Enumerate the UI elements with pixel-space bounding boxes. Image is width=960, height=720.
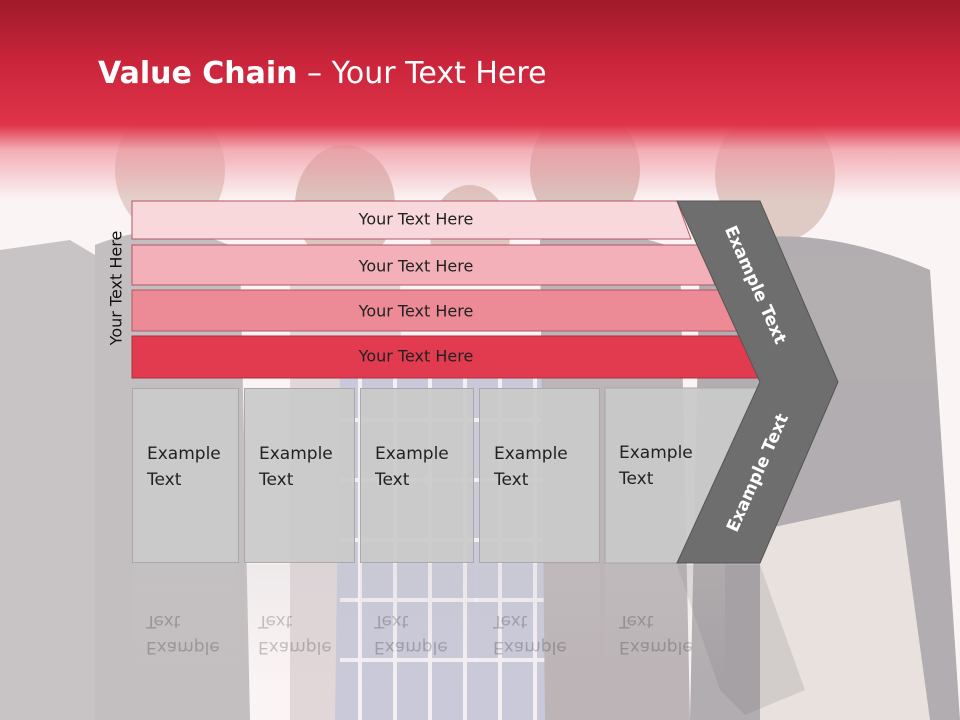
box-4-line2: Text bbox=[494, 470, 529, 490]
box-2-reflection: Example Text bbox=[244, 564, 355, 714]
box-2-reflection-line2: Text bbox=[258, 611, 293, 631]
box-5-reflection: Example Text bbox=[605, 564, 725, 714]
chevron-reflection bbox=[677, 565, 805, 715]
box-2-reflection-line1: Example bbox=[258, 637, 332, 657]
box-4-reflection-line2: Text bbox=[493, 611, 528, 631]
box-2-line1: Example bbox=[259, 444, 333, 464]
box-3-line2: Text bbox=[375, 470, 410, 490]
box-1-reflection-text: Example Text bbox=[146, 608, 241, 660]
box-2-reflection-text: Example Text bbox=[258, 608, 353, 660]
box-3-line1: Example bbox=[375, 444, 449, 464]
title-rest: – Your Text Here bbox=[297, 56, 547, 91]
box-1-line2: Text bbox=[147, 470, 182, 490]
box-3-reflection-text: Example Text bbox=[374, 608, 469, 660]
box-4-reflection: Example Text bbox=[479, 564, 600, 714]
box-5-line2: Text bbox=[619, 469, 654, 489]
bar-1-label: Your Text Here bbox=[358, 209, 474, 229]
box-3-reflection-line1: Example bbox=[374, 637, 448, 657]
box-4-reflection-line1: Example bbox=[493, 637, 567, 657]
box-1-reflection: Example Text bbox=[132, 564, 239, 714]
box-3-reflection-line2: Text bbox=[374, 611, 409, 631]
box-5-reflection-line2: Text bbox=[619, 611, 654, 631]
box-4-line1: Example bbox=[494, 444, 568, 464]
slide-title: Value Chain – Your Text Here bbox=[98, 56, 547, 91]
bar-2-label: Your Text Here bbox=[358, 256, 474, 276]
header-band bbox=[0, 0, 960, 200]
box-4-reflection-text: Example Text bbox=[493, 608, 588, 660]
box-3-reflection: Example Text bbox=[360, 564, 474, 714]
title-bold: Value Chain bbox=[98, 56, 298, 91]
box-2-line2: Text bbox=[259, 470, 294, 490]
box-1-line1: Example bbox=[147, 444, 221, 464]
chevron-shape[interactable] bbox=[676, 200, 839, 564]
box-1-reflection-line1: Example bbox=[146, 637, 220, 657]
bar-4-label: Your Text Here bbox=[358, 346, 474, 366]
box-1-reflection-line2: Text bbox=[146, 611, 181, 631]
box-5-line1: Example bbox=[619, 443, 693, 463]
bar-3-label: Your Text Here bbox=[358, 301, 474, 321]
box-5-reflection-text: Example Text bbox=[619, 608, 714, 660]
box-5-reflection-line1: Example bbox=[619, 637, 693, 657]
bar-shape-1[interactable] bbox=[131, 200, 692, 240]
